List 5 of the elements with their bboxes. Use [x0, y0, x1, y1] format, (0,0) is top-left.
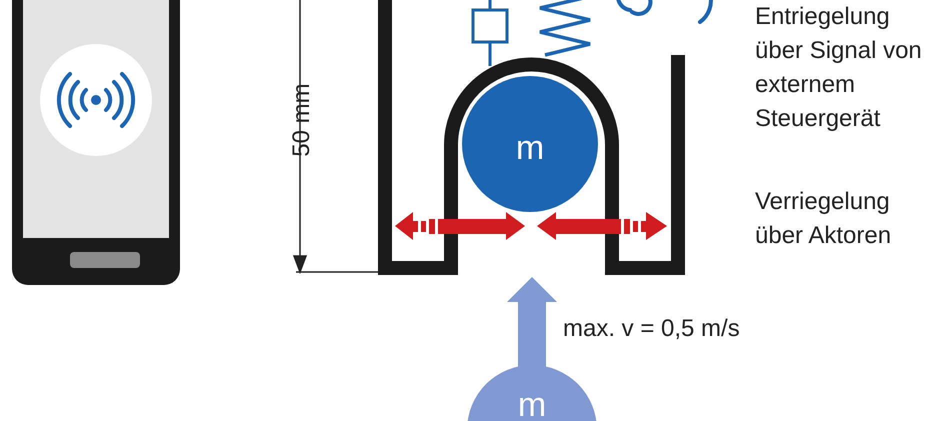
speed-label: max. v = 0,5 m/s	[563, 314, 741, 344]
note-text: Entriegelung über Signal von externem Steuergerät	[755, 2, 923, 134]
note-text: Verriegelung über Aktoren	[755, 187, 892, 251]
mass-label: m	[516, 128, 544, 168]
mass-label: m	[518, 385, 546, 421]
